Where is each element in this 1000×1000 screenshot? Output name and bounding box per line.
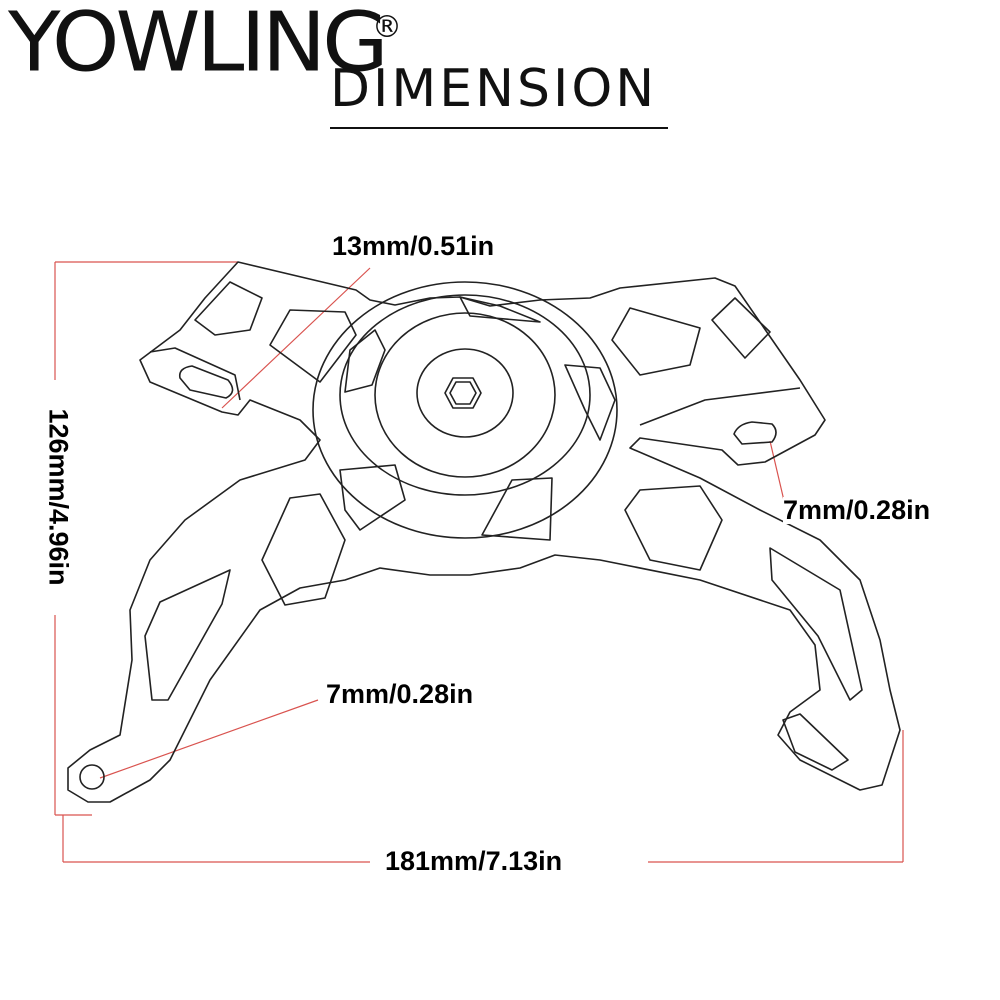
left-arm-cutout-2 — [269, 309, 357, 383]
bolt-head-dimension: 13mm/0.51in — [332, 231, 495, 261]
left-foot-hole — [79, 764, 105, 790]
right-arm-cutout-2 — [711, 297, 771, 359]
hex-socket-outer — [444, 377, 482, 409]
lower-left-leg-cutout — [144, 569, 231, 701]
title-underline — [330, 127, 668, 129]
boss-notch-right — [564, 364, 616, 441]
left-arm-cutout-1 — [194, 281, 263, 336]
boss-notch-bottom-left — [339, 464, 406, 531]
bolt-leader — [221, 267, 371, 409]
left-hole-dimension: 7mm/0.28in — [326, 679, 474, 709]
right-arm-cutout-1 — [611, 307, 701, 376]
boss-notch-top — [459, 296, 541, 323]
part-outline — [67, 261, 901, 803]
left-arm-tab — [149, 347, 241, 401]
height-dimension: 126mm/4.96in — [43, 408, 74, 586]
right-hole-leader — [769, 440, 786, 506]
lower-left-cutout — [261, 493, 346, 606]
boss-ring — [339, 294, 591, 496]
registered-mark: ® — [372, 10, 402, 45]
right-arm-slot — [733, 421, 777, 445]
left-arm-slot — [178, 365, 234, 399]
page-title: DIMENSION — [330, 59, 658, 119]
bolt-head — [416, 348, 514, 438]
lower-right-cutout — [624, 485, 723, 571]
boss-notch-left — [344, 329, 386, 393]
boss-notch-bottom-right — [481, 477, 553, 541]
boss-outer — [312, 281, 618, 539]
width-dimension: 181mm/7.13in — [385, 846, 563, 876]
boss-face — [374, 312, 556, 478]
lower-right-foot-slot — [782, 713, 849, 771]
right-hole-dimension: 7mm/0.28in — [783, 495, 931, 525]
hex-socket — [449, 381, 477, 405]
right-arm-tab — [639, 387, 801, 426]
outer-contour — [67, 261, 901, 803]
brand-logo: YOWLING — [8, 0, 389, 91]
dimension-lines — [54, 261, 904, 863]
lower-right-leg-cutout — [769, 547, 863, 701]
left-hole-leader — [99, 699, 319, 779]
